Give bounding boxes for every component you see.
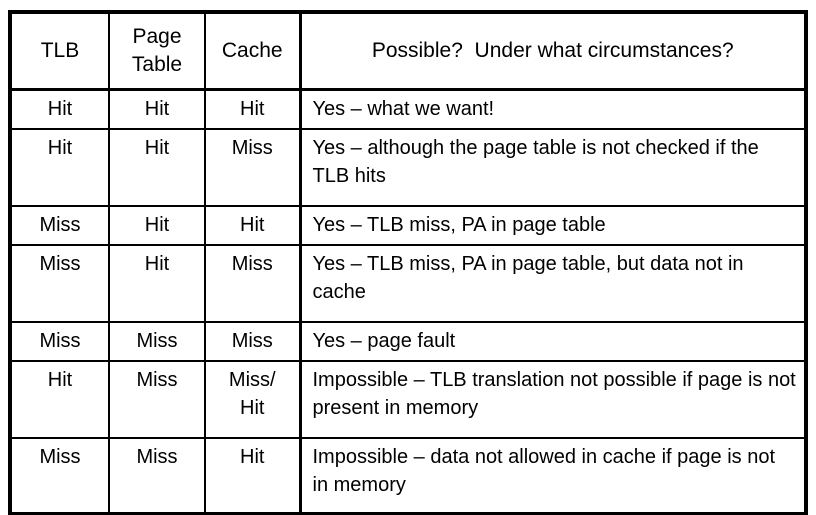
- table-row: Miss Hit Miss Yes – TLB miss, PA in page…: [8, 244, 808, 323]
- cell-possible: Impossible – TLB translation not possibl…: [298, 360, 808, 439]
- tlb-page-cache-table: TLB Page Table Cache Possible? Under wha…: [8, 10, 808, 515]
- cell-possible: Yes – TLB miss, PA in page table, but da…: [298, 244, 808, 323]
- cell-cache: Hit: [204, 88, 301, 130]
- cell-page-table: Hit: [108, 244, 206, 323]
- header-possible: Possible? Under what circumstances?: [298, 10, 808, 91]
- cell-tlb: Miss: [8, 437, 110, 515]
- cell-possible: Yes – although the page table is not che…: [298, 128, 808, 207]
- table-row: Hit Hit Miss Yes – although the page tab…: [8, 128, 808, 207]
- cell-tlb: Hit: [8, 128, 110, 207]
- cell-page-table: Hit: [108, 205, 206, 246]
- cell-page-table: Hit: [108, 88, 206, 130]
- cell-cache: Hit: [204, 205, 301, 246]
- cell-cache: Miss: [204, 321, 301, 362]
- cell-possible: Yes – what we want!: [298, 88, 808, 130]
- cell-tlb: Hit: [8, 88, 110, 130]
- cell-cache: Miss: [204, 244, 301, 323]
- table-row: Hit Miss Miss/ Hit Impossible – TLB tran…: [8, 360, 808, 439]
- cell-cache: Miss: [204, 128, 301, 207]
- header-page-table: Page Table: [108, 10, 206, 91]
- table-row: Miss Hit Hit Yes – TLB miss, PA in page …: [8, 205, 808, 246]
- cell-cache: Hit: [204, 437, 301, 515]
- cell-cache: Miss/ Hit: [204, 360, 301, 439]
- table-row: Hit Hit Hit Yes – what we want!: [8, 88, 808, 130]
- header-cache: Cache: [204, 10, 301, 91]
- cell-tlb: Miss: [8, 321, 110, 362]
- cell-possible: Impossible – data not allowed in cache i…: [298, 437, 808, 515]
- cell-page-table: Hit: [108, 128, 206, 207]
- cell-tlb: Miss: [8, 205, 110, 246]
- cell-page-table: Miss: [108, 437, 206, 515]
- table-row: Miss Miss Hit Impossible – data not allo…: [8, 437, 808, 515]
- header-tlb: TLB: [8, 10, 110, 91]
- cell-tlb: Miss: [8, 244, 110, 323]
- table-row: Miss Miss Miss Yes – page fault: [8, 321, 808, 362]
- cell-page-table: Miss: [108, 360, 206, 439]
- cell-tlb: Hit: [8, 360, 110, 439]
- cell-possible: Yes – TLB miss, PA in page table: [298, 205, 808, 246]
- cell-page-table: Miss: [108, 321, 206, 362]
- table-header-row: TLB Page Table Cache Possible? Under wha…: [8, 10, 808, 91]
- cell-possible: Yes – page fault: [298, 321, 808, 362]
